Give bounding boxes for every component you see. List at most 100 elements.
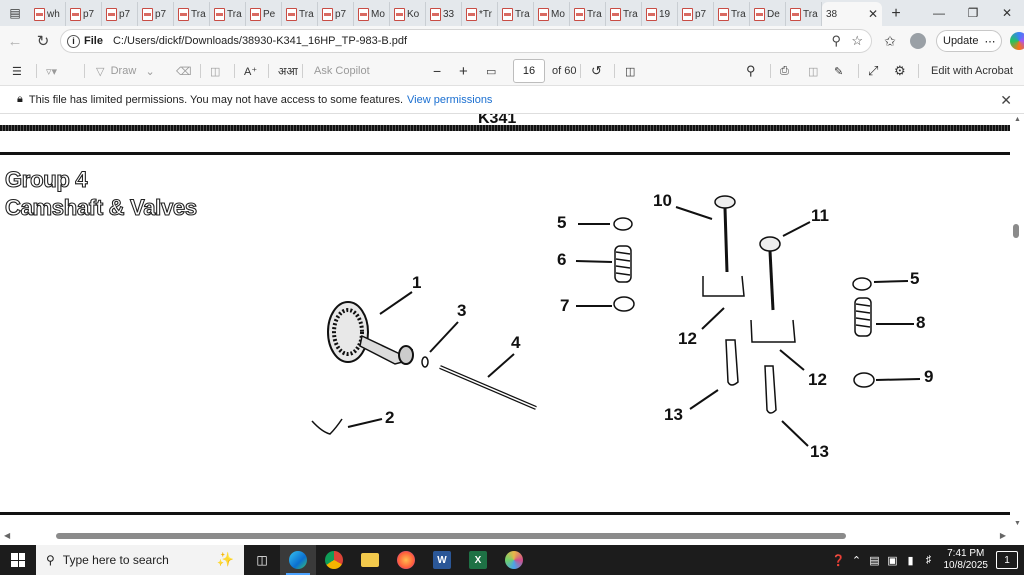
save-icon[interactable]: ◫ [808, 65, 819, 78]
divider [918, 64, 919, 78]
info-icon[interactable]: i [67, 34, 80, 48]
tab-10[interactable]: Ko [390, 2, 426, 26]
minimize-button[interactable]: — [933, 6, 945, 20]
tab-2[interactable]: p7 [102, 2, 138, 26]
chevron-up-icon[interactable]: ⌃ [851, 554, 862, 567]
tab-19[interactable]: Tra [714, 2, 750, 26]
tab-3[interactable]: p7 [138, 2, 174, 26]
read-aloud-icon[interactable]: A⁺ [244, 65, 258, 78]
maximize-button[interactable]: ❐ [967, 6, 979, 20]
zoom-icon[interactable]: ⚲ [831, 33, 841, 48]
task-view-icon[interactable]: ◫ [256, 553, 268, 567]
scroll-up-icon[interactable]: ▲ [1014, 116, 1021, 123]
notification-icon[interactable]: 1 [996, 551, 1018, 569]
search-icon[interactable]: ⚲ [746, 63, 756, 78]
pdf-page-view[interactable]: Group 4 Camshaft & Valves K341 [0, 114, 1010, 529]
tab-active[interactable]: 38 ✕ [822, 2, 882, 26]
tab-label: Tra [299, 8, 314, 20]
scroll-down-icon[interactable]: ▼ [1014, 520, 1021, 527]
fullscreen-icon[interactable]: ⤢ [868, 63, 879, 78]
page-number-input[interactable]: 16 [513, 59, 545, 83]
firefox-icon[interactable] [388, 545, 424, 575]
divider [770, 64, 771, 78]
edge-icon[interactable] [280, 545, 316, 575]
callout-label: 13 [664, 405, 683, 424]
save-as-icon[interactable]: ✎ [834, 65, 844, 78]
new-tab-button[interactable]: + [882, 2, 910, 26]
word-icon[interactable]: W [424, 545, 460, 575]
page-view-icon[interactable]: ◫ [210, 65, 221, 78]
tab-13[interactable]: Tra [498, 2, 534, 26]
draw-button[interactable]: ▽ Draw ⌄ [96, 56, 155, 86]
update-button[interactable]: Update ⋯ [936, 30, 1003, 52]
tab-4[interactable]: Tra [174, 2, 210, 26]
pdf-file-icon [538, 7, 549, 21]
tab-16[interactable]: Tra [606, 2, 642, 26]
ask-copilot-button[interactable]: Ask Copilot [314, 65, 370, 77]
tab-9[interactable]: Mo [354, 2, 390, 26]
tab-8[interactable]: p7 [318, 2, 354, 26]
tab-12[interactable]: *Tr [462, 2, 498, 26]
close-icon[interactable]: ✕ [867, 7, 878, 21]
tab-15[interactable]: Tra [570, 2, 606, 26]
close-icon[interactable]: ✕ [1000, 92, 1012, 108]
battery-icon[interactable]: ▮ [907, 554, 914, 567]
excel-icon[interactable]: X [460, 545, 496, 575]
folder-icon[interactable] [352, 545, 388, 575]
vertical-scrollbar[interactable]: ▲ ▼ [1010, 114, 1024, 529]
contents-icon[interactable]: ☰ [12, 65, 22, 78]
tab-17[interactable]: 19 [642, 2, 678, 26]
tab-18[interactable]: p7 [678, 2, 714, 26]
tab-20[interactable]: De [750, 2, 786, 26]
scroll-left-icon[interactable]: ◀ [4, 531, 11, 540]
zoom-out-button[interactable]: − [433, 63, 442, 79]
network-icon[interactable]: ▤ [869, 554, 880, 567]
two-page-icon[interactable]: ◫ [625, 65, 636, 78]
scroll-thumb[interactable] [1013, 224, 1019, 238]
washer [421, 356, 429, 368]
divider [268, 64, 269, 78]
paint-icon[interactable] [496, 545, 532, 575]
chrome-icon[interactable] [316, 545, 352, 575]
system-clock[interactable]: 7:41 PM 10/8/2025 [944, 548, 989, 572]
tab-5[interactable]: Tra [210, 2, 246, 26]
windows-start-icon[interactable] [0, 545, 36, 575]
rotate-icon[interactable]: ↺ [591, 63, 602, 78]
tab-0[interactable]: wh [30, 2, 66, 26]
highlight-icon[interactable]: ▿▾ [46, 65, 58, 78]
pdf-file-icon [394, 7, 405, 21]
translate-icon[interactable]: अआ [278, 65, 298, 78]
zoom-in-button[interactable]: + [459, 62, 468, 80]
settings-icon[interactable]: ⚙ [894, 63, 906, 78]
volume-icon[interactable]: ♯ [925, 554, 932, 566]
horizontal-scrollbar[interactable]: ◀ ▶ [0, 529, 1010, 543]
tab-21[interactable]: Tra [786, 2, 822, 26]
tab-label: p7 [83, 8, 95, 20]
tab-11[interactable]: 33 [426, 2, 462, 26]
tab-14[interactable]: Mo [534, 2, 570, 26]
edit-with-acrobat-button[interactable]: Edit with Acrobat [931, 65, 1013, 77]
print-icon[interactable]: ⎙ [780, 64, 789, 77]
tab-6[interactable]: Pe [246, 2, 282, 26]
tab-1[interactable]: p7 [66, 2, 102, 26]
refresh-button[interactable]: ↻ [36, 33, 50, 50]
copilot-icon[interactable] [1010, 32, 1024, 50]
taskbar-search[interactable]: ⚲ Type here to search ✨ [36, 545, 244, 575]
group-line-1: Group 4 [4, 166, 88, 192]
back-button[interactable]: ← [7, 32, 23, 50]
close-window-button[interactable]: ✕ [1001, 6, 1013, 20]
window-menu-icon[interactable]: ▤ [9, 6, 21, 20]
tab-7[interactable]: Tra [282, 2, 318, 26]
display-icon[interactable]: ▣ [887, 554, 898, 567]
profile-button[interactable] [904, 29, 932, 53]
pdf-toolbar: ☰ ▿▾ ▽ Draw ⌄ ⌫ ◫ A⁺ अआ Ask Copilot − + … [0, 56, 1024, 86]
view-permissions-link[interactable]: View permissions [407, 93, 493, 106]
star-icon[interactable]: ☆ [851, 33, 863, 48]
fit-icon[interactable]: ▭ [486, 65, 497, 78]
eraser-icon[interactable]: ⌫ [176, 65, 192, 78]
address-field[interactable]: i File C:/Users/dickf/Downloads/38930-K3… [60, 29, 872, 53]
scroll-right-icon[interactable]: ▶ [999, 531, 1006, 540]
favorites-icon[interactable]: ✩ [884, 32, 896, 49]
help-icon[interactable]: ❓ [831, 554, 846, 567]
scroll-thumb[interactable] [56, 533, 846, 539]
